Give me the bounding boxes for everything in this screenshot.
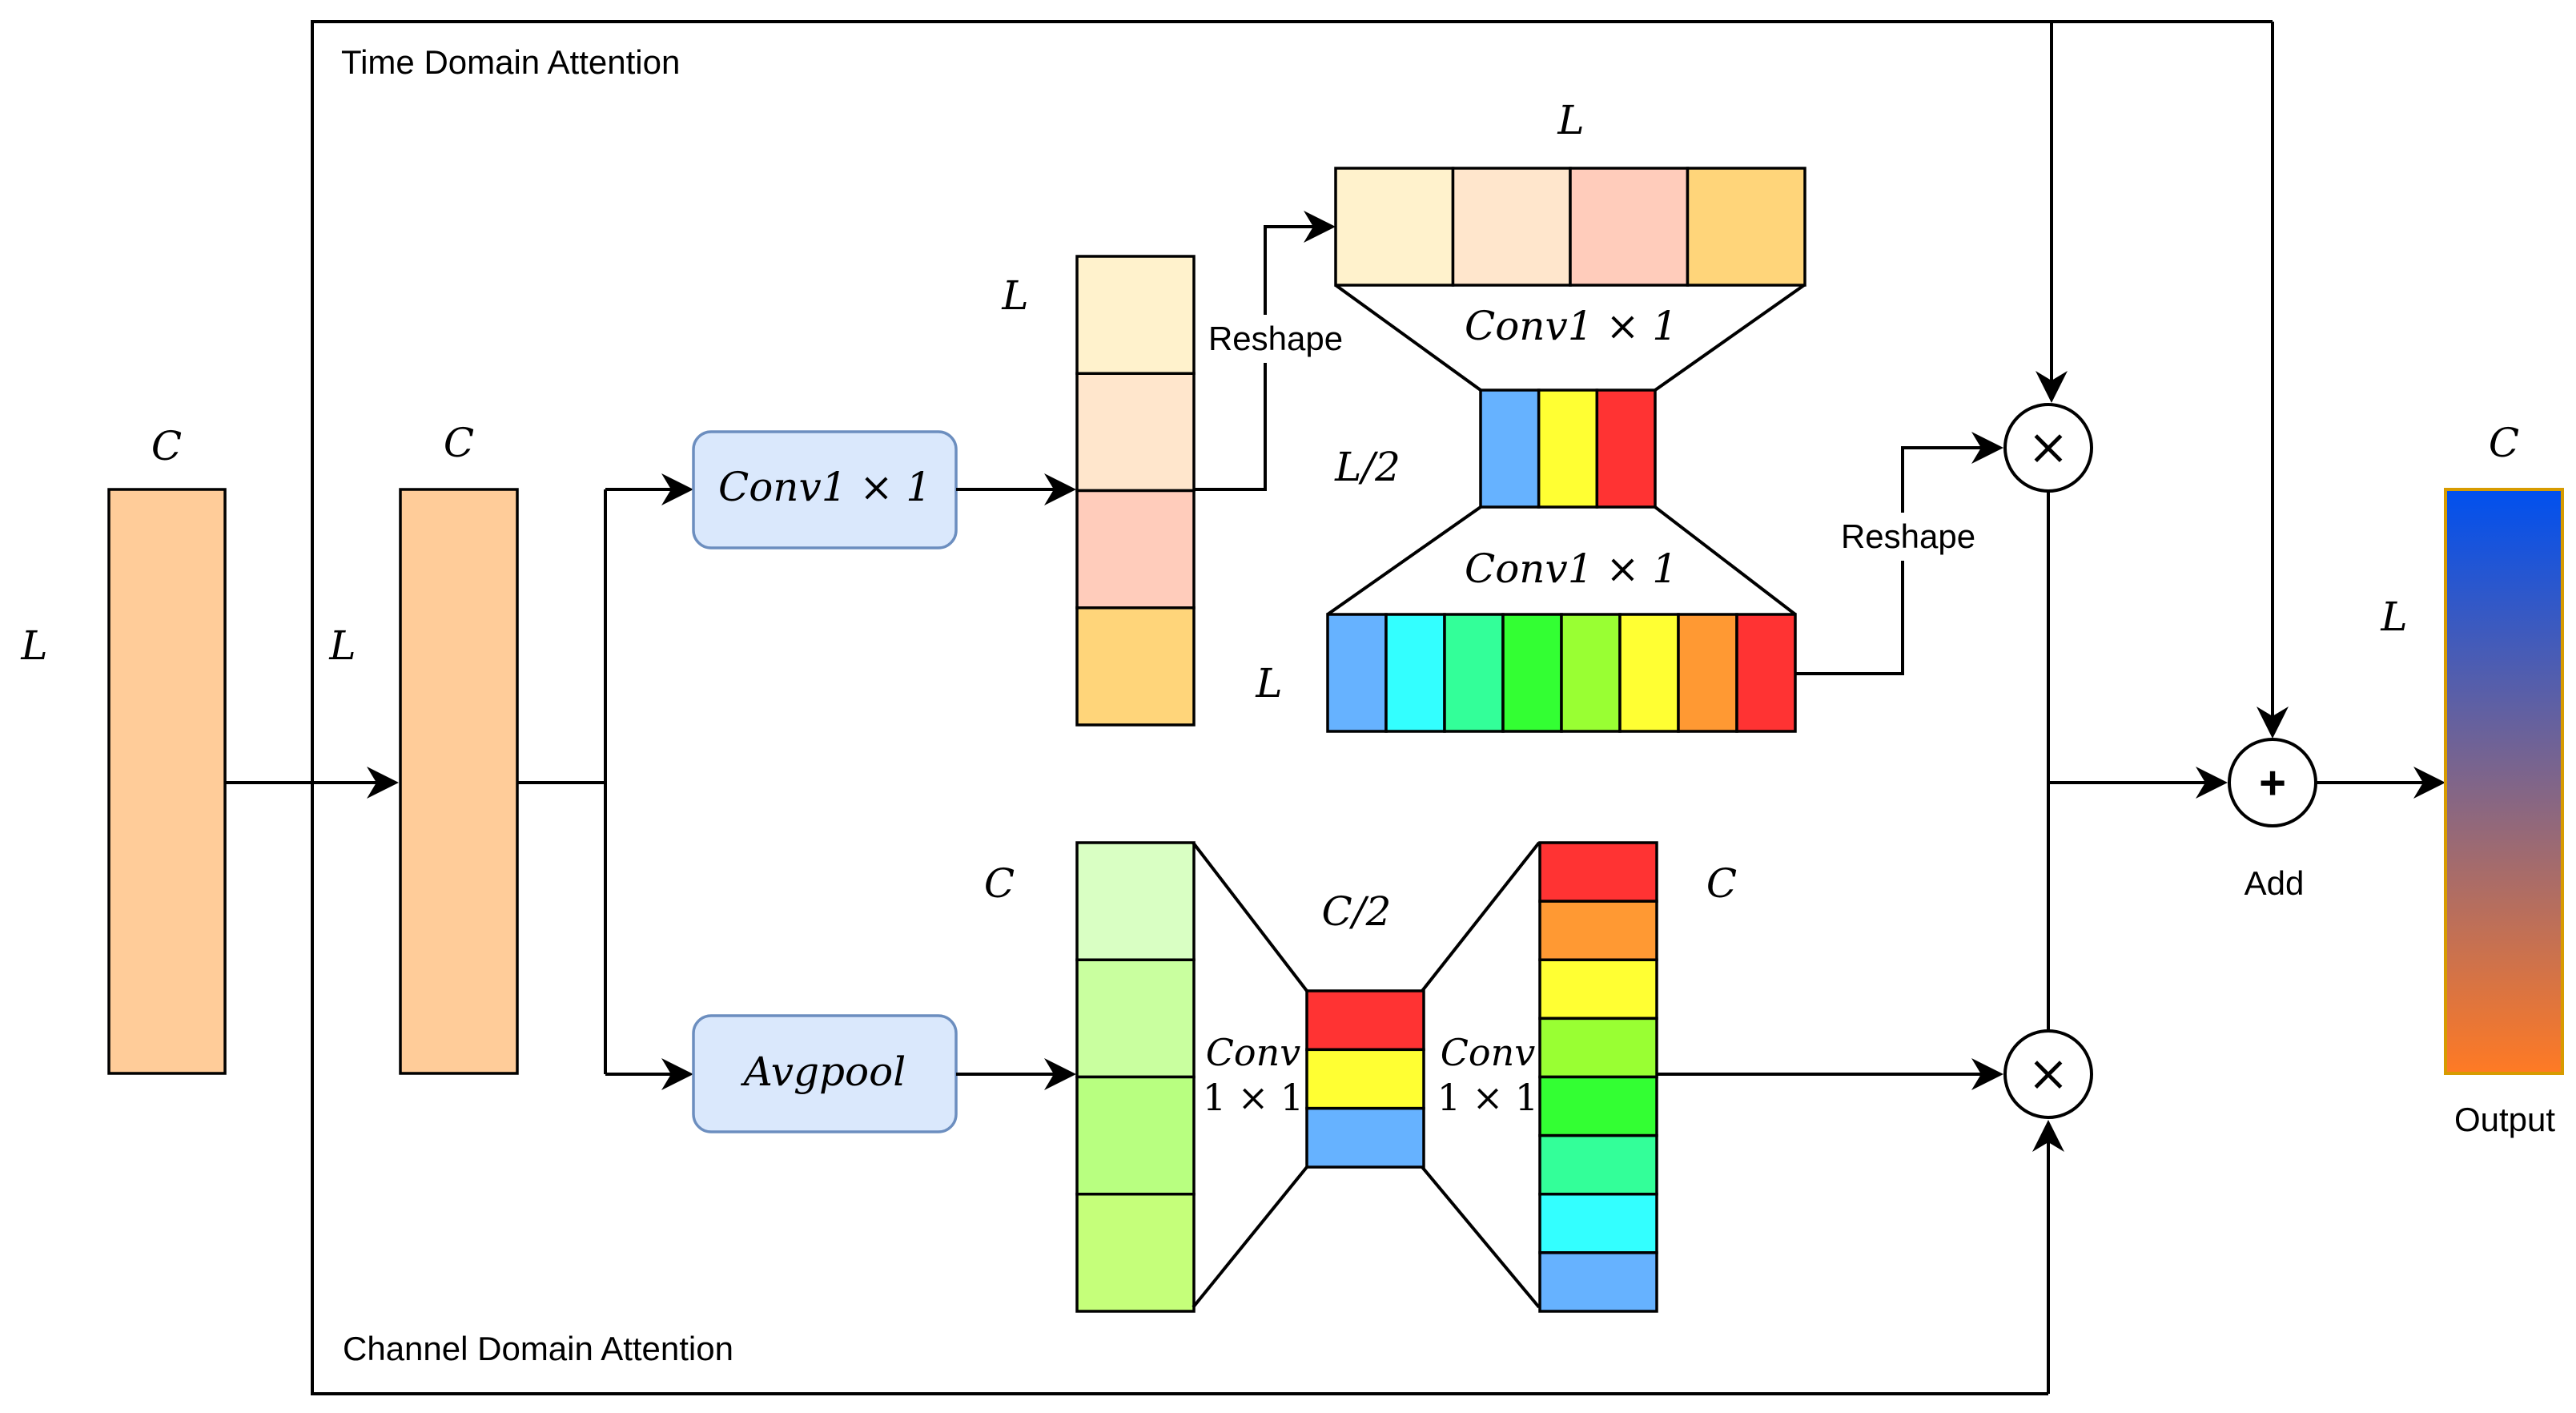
time-out-cell-1 (1326, 613, 1388, 733)
time-vector-cell-3 (1075, 489, 1196, 610)
channel-out-dim: C (1706, 860, 1737, 907)
time-mid-row (1479, 388, 1657, 509)
input-feature-block (107, 488, 227, 1075)
channel-mid-cell-2 (1305, 1048, 1425, 1110)
time-out-cell-8 (1735, 613, 1797, 733)
channel-vector-cell-3 (1075, 1075, 1196, 1196)
feature-block (399, 488, 519, 1075)
channel-conv-a-line1: Conv (1206, 1031, 1301, 1074)
time-vector-cell-2 (1075, 372, 1196, 493)
channel-out-cell-6 (1538, 1133, 1658, 1196)
channel-conv-b-line1: Conv (1441, 1031, 1536, 1074)
time-vector (1075, 255, 1196, 727)
channel-vector-dim: C (984, 860, 1015, 907)
channel-mid-dim: C/2 (1322, 888, 1392, 935)
input-dim-l: L (20, 622, 47, 669)
reshape1-label: Reshape (1208, 320, 1343, 357)
reshape1-bg (1201, 315, 1345, 363)
channel-mid-cell-1 (1305, 989, 1425, 1052)
conv-time-label: Conv1 × 1 (718, 464, 931, 510)
time-out-cell-2 (1384, 613, 1446, 733)
multiply-bottom-symbol: × (2027, 1044, 2069, 1102)
time-out-cell-3 (1443, 613, 1505, 733)
conv-b-label: Conv1 × 1 (1465, 545, 1678, 592)
time-mid-cell-3 (1595, 388, 1657, 509)
channel-left-top (1192, 841, 1308, 992)
conv-a-label: Conv1 × 1 (1465, 303, 1678, 349)
attention-frame (311, 20, 2273, 1395)
channel-conv-b-line2: 1 × 1 (1437, 1076, 1538, 1119)
channel-vector (1075, 841, 1196, 1313)
time-out-dim: L (1255, 660, 1282, 706)
channel-out-cell-4 (1538, 1016, 1658, 1079)
time-out-cell-7 (1677, 613, 1738, 733)
time-mid-cell-1 (1479, 388, 1541, 509)
multiply-top-symbol: × (2027, 417, 2069, 476)
time-vector-cell-1 (1075, 255, 1196, 375)
channel-out-vector (1538, 841, 1658, 1313)
time-row-cell-3 (1569, 167, 1690, 287)
channel-out-cell-8 (1538, 1251, 1658, 1313)
input-dim-c: C (151, 423, 182, 469)
avgpool-label: Avgpool (741, 1049, 906, 1095)
channel-mid-row (1305, 989, 1425, 1169)
time-row-cell-1 (1334, 167, 1455, 287)
add-symbol: + (2259, 757, 2286, 809)
feature-dim-l: L (328, 622, 356, 669)
output-label: Output (2454, 1101, 2555, 1138)
add-label: Add (2244, 864, 2305, 902)
feature-dim-c: C (444, 420, 474, 466)
channel-right-bottom (1421, 1165, 1541, 1309)
channel-vector-cell-4 (1075, 1193, 1196, 1313)
channel-out-cell-3 (1538, 958, 1658, 1020)
channel-out-cell-1 (1538, 841, 1658, 903)
channel-out-cell-5 (1538, 1075, 1658, 1137)
channel-vector-cell-1 (1075, 841, 1196, 961)
time-row (1334, 167, 1806, 287)
hourglass-lower-left (1326, 505, 1482, 616)
time-out-cell-4 (1501, 613, 1563, 733)
channel-left-bottom (1192, 1165, 1308, 1309)
hourglass-lower-right (1654, 505, 1797, 616)
time-mid-cell-2 (1537, 388, 1599, 509)
reshape2-label: Reshape (1841, 517, 1975, 555)
channel-right-top (1421, 841, 1541, 992)
time-out-cell-6 (1618, 613, 1680, 733)
channel-domain-title: Channel Domain Attention (343, 1330, 733, 1367)
channel-out-cell-7 (1538, 1193, 1658, 1254)
time-row-cell-4 (1686, 167, 1806, 287)
time-row-cell-2 (1451, 167, 1572, 287)
channel-conv-a-line2: 1 × 1 (1203, 1076, 1304, 1119)
hourglass-upper-right (1654, 284, 1806, 392)
output-dim-c: C (2489, 420, 2519, 466)
time-vector-cell-4 (1075, 606, 1196, 727)
time-row-dim: L (1557, 97, 1584, 143)
hourglass-upper-left (1334, 284, 1482, 392)
channel-vector-cell-2 (1075, 958, 1196, 1079)
time-domain-title: Time Domain Attention (341, 43, 680, 81)
channel-mid-cell-3 (1305, 1106, 1425, 1169)
time-out-row (1326, 613, 1797, 733)
output-block (2444, 488, 2564, 1075)
time-out-cell-5 (1560, 613, 1622, 733)
time-vector-dim: L (1001, 272, 1028, 319)
time-mid-dim: L/2 (1334, 444, 1401, 490)
channel-out-cell-2 (1538, 900, 1658, 961)
reshape2-bg (1831, 513, 1983, 561)
output-dim-l: L (2380, 594, 2407, 640)
